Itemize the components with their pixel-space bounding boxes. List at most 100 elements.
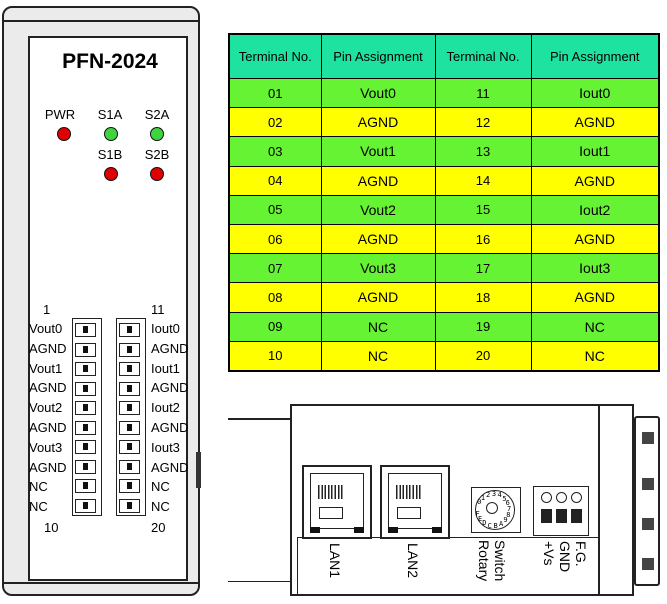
pin-assignment-cell: Iout3 [530,253,660,284]
pin-assignment-cell: NC [530,311,660,342]
terminal-no-cell: 20 [434,340,532,372]
terminal-screw [75,362,96,376]
power-label-vs: +Vs [541,541,557,566]
terminal-screw [119,479,140,493]
power-label-gnd: GND [557,541,573,573]
pin-assignment-cell: Vout0 [320,77,436,109]
pin-assignment-cell: AGND [530,282,660,313]
terminal-screw [75,479,96,493]
terminal-no-cell: 03 [228,136,322,167]
pin-assignment-cell: AGND [320,282,436,313]
terminal-no-cell: 10 [228,340,322,372]
s1a-led [104,127,118,141]
right-pin-label: Iout1 [151,360,180,376]
left-pin-label: Vout1 [29,360,63,376]
right-pin-label: NC [151,479,170,495]
terminal-screw [75,420,96,435]
power-label-fg: F.G. [573,541,589,567]
rotary-label-line1: Rotary [476,540,492,582]
terminal-no-cell: 13 [434,136,532,167]
led-label-s1a: S1A [97,107,123,122]
terminal-screw [75,498,96,513]
header-terminal-no-1: Terminal No. [228,33,322,79]
left-pin-label: AGND [29,420,67,435]
left-pin-label: NC [29,479,48,495]
s1b-led [104,167,118,181]
s2a-led [150,127,164,141]
terminal-no-cell: 04 [228,165,322,196]
terminal-no-cell: 11 [434,77,532,109]
table-header-row: Terminal No. Pin Assignment Terminal No.… [228,33,660,79]
header-pin-assignment-1: Pin Assignment [320,33,436,79]
terminal-screw [75,459,96,474]
terminal-screw [75,342,96,357]
terminal-screw [119,459,140,474]
terminal-screw [75,401,96,415]
pwr-led [57,127,71,141]
pin-assignment-cell: Iout1 [530,136,660,167]
led-label-s2a: S2A [144,107,170,122]
left-pin-label: NC [29,499,48,515]
terminal-no-cell: 09 [228,311,322,342]
terminal-no-cell: 08 [228,282,322,313]
terminal-screw [119,401,140,415]
lan2-port[interactable] [380,465,450,539]
model-title: PFN-2024 [62,50,158,73]
right-pin-label: Iout0 [151,321,180,336]
pin-assignment-cell: Iout0 [530,77,660,109]
terminal-screw [75,381,96,396]
rotary-label-line2: Switch [492,540,508,582]
pin-assignment-cell: NC [320,311,436,342]
terminal-no-cell: 17 [434,253,532,284]
terminal-no-cell: 15 [434,194,532,225]
pin-assignment-cell: AGND [530,223,660,255]
panel-bevel-bottom [2,582,200,584]
left-pin-label: AGND [29,459,67,475]
pin-assignment-cell: AGND [320,107,436,138]
lan1-label: LAN1 [327,543,343,579]
pin-assignment-cell: Vout2 [320,194,436,225]
pin-assignment-cell: AGND [320,223,436,255]
pin-assignment-cell: Iout2 [530,194,660,225]
din-rail-clip [634,416,660,586]
left-pin-label: Vout0 [29,321,63,336]
front-faceplate [28,36,188,581]
pin-assignment-cell: AGND [530,107,660,138]
terminal-no-cell: 06 [228,223,322,255]
right-pin-label: AGND [151,459,189,475]
terminal-screw [119,342,140,357]
terminal-no-cell: 12 [434,107,532,138]
pin-assignment-cell: NC [530,340,660,372]
terminal-screw [119,362,140,376]
right-pin-label: Iout2 [151,400,180,416]
terminal-screw [75,323,96,337]
terminal-first-right: 11 [151,302,165,317]
s2b-led [150,167,164,181]
pin-assignment-cell: AGND [320,165,436,196]
right-pin-label: Iout3 [151,439,180,455]
terminal-no-cell: 05 [228,194,322,225]
lan1-port[interactable] [302,465,372,539]
right-pin-label: AGND [151,340,189,356]
header-pin-assignment-2: Pin Assignment [530,33,660,79]
lan2-label: LAN2 [405,543,421,579]
right-pin-label: AGND [151,380,189,396]
left-pin-label: Vout2 [29,400,63,416]
terminal-last-left: 10 [44,520,59,535]
right-pin-label: AGND [151,420,189,435]
terminal-block-right [116,318,146,516]
led-label-pwr: PWR [44,107,76,122]
terminal-no-cell: 14 [434,165,532,196]
pin-assignment-cell: NC [320,340,436,372]
power-terminal[interactable] [533,486,589,536]
terminal-screw [119,420,140,435]
header-terminal-no-2: Terminal No. [434,33,532,79]
terminal-screw [119,323,140,337]
